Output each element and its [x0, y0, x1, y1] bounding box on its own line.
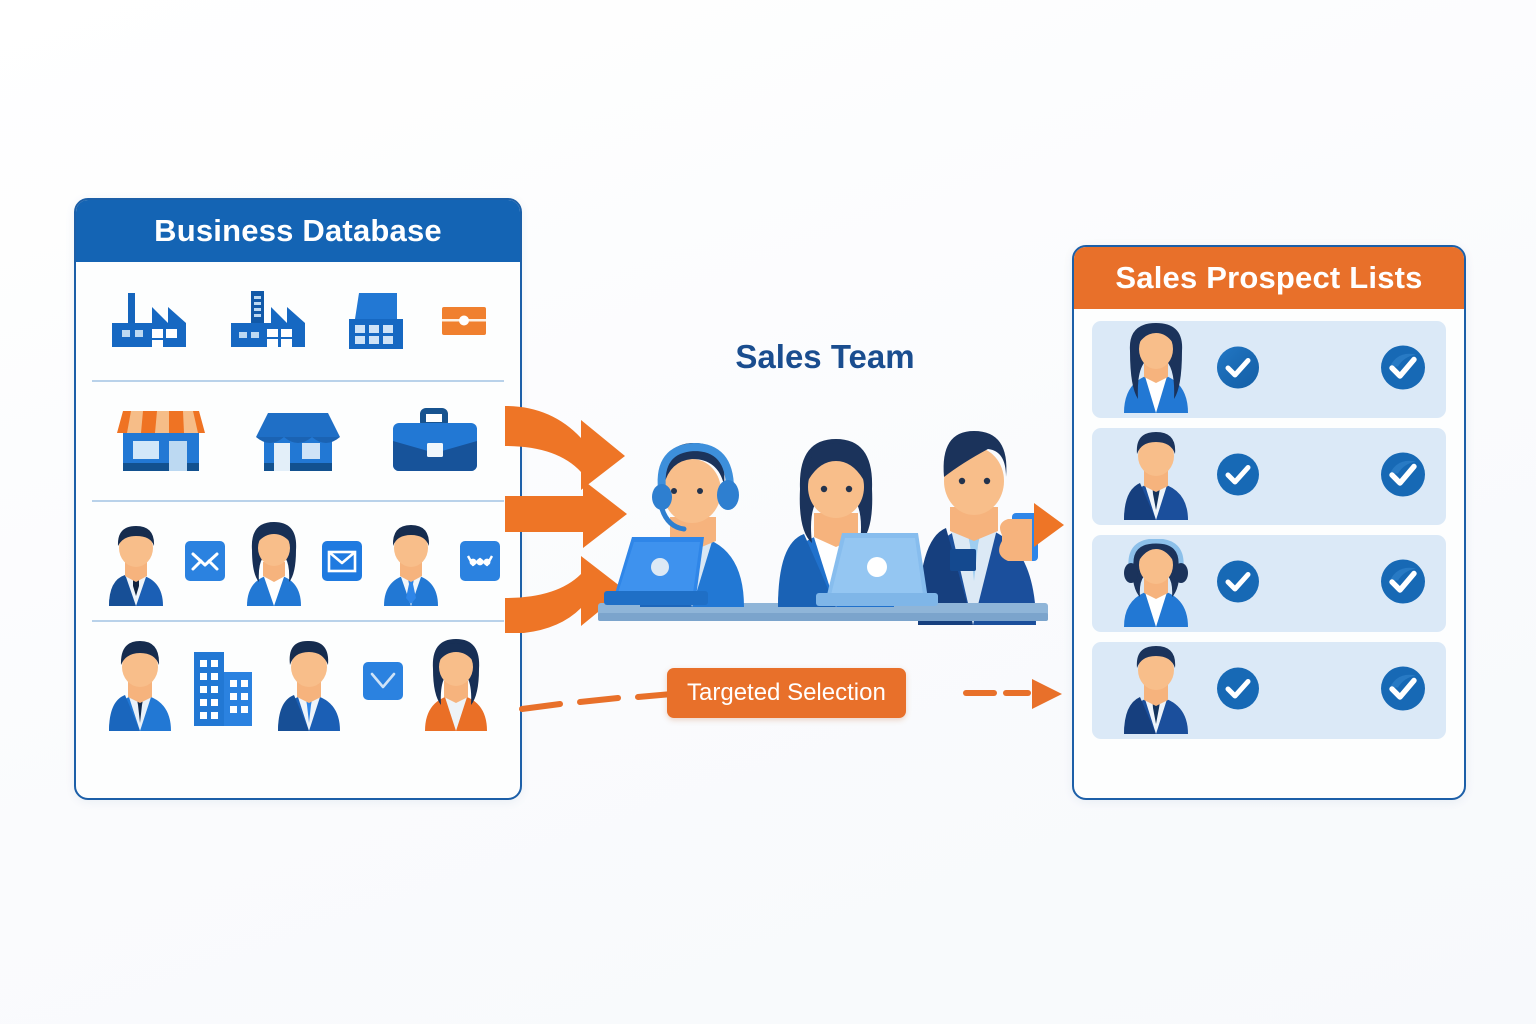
person-male-suit-icon	[1114, 432, 1198, 525]
business-database-body	[76, 262, 520, 740]
sales-prospect-lists-header: Sales Prospect Lists	[1074, 247, 1464, 309]
prospect-row[interactable]	[1092, 535, 1446, 632]
check-selected-icon[interactable]	[1380, 558, 1426, 609]
sales-team-illustration	[588, 385, 1058, 635]
factory-icon	[108, 289, 194, 353]
inbound-arrows-group	[505, 398, 655, 634]
store-icon	[250, 403, 346, 479]
person-male-tie-icon	[370, 516, 452, 606]
arrow-inbound-top	[505, 406, 625, 490]
laptop-right	[816, 533, 938, 606]
city-buildings-icon	[192, 634, 256, 728]
person-male-suit-icon	[95, 516, 177, 606]
check-verified-icon	[1216, 559, 1260, 608]
dash-1	[519, 701, 563, 712]
company-contacts-row	[92, 622, 504, 740]
arrow-inbound-bottom	[505, 556, 625, 634]
dash-arrowhead-right	[1032, 679, 1062, 709]
check-verified-icon	[1216, 452, 1260, 501]
briefcase-icon	[387, 405, 483, 477]
factory-tall-icon	[227, 289, 313, 353]
briefcase-tag-icon	[440, 297, 488, 345]
business-database-panel: Business Database	[74, 198, 522, 800]
check-verified-icon	[1216, 345, 1260, 394]
office-building-icon	[345, 289, 407, 353]
person-male-tie-icon	[1114, 646, 1198, 739]
prospect-row[interactable]	[1092, 321, 1446, 418]
mail-open-icon	[184, 540, 226, 582]
dash-3	[635, 691, 675, 700]
person-female-icon	[233, 516, 315, 606]
agent-mobile	[918, 431, 1038, 625]
check-selected-icon[interactable]	[1380, 344, 1426, 395]
dash-2	[577, 695, 621, 705]
check-selected-icon[interactable]	[1380, 665, 1426, 716]
mail-envelope-icon	[321, 540, 363, 582]
person-female-orange-icon	[413, 631, 499, 731]
arrow-inbound-middle	[505, 480, 627, 548]
industry-row	[92, 262, 504, 382]
awning-shop-icon	[113, 403, 209, 479]
prospect-row[interactable]	[1092, 428, 1446, 525]
sales-prospect-lists-body	[1074, 309, 1464, 751]
sales-prospect-lists-panel: Sales Prospect Lists	[1072, 245, 1466, 800]
person-female-longhair-icon	[1114, 323, 1198, 418]
sales-team-title: Sales Team	[735, 338, 915, 375]
check-selected-icon[interactable]	[1380, 451, 1426, 502]
business-database-header: Business Database	[76, 200, 520, 262]
person-male-navy-icon	[266, 631, 352, 731]
contacts-row	[92, 502, 504, 622]
check-verified-icon	[1216, 666, 1260, 715]
mail-open-icon	[362, 661, 404, 701]
targeted-selection-badge[interactable]: Targeted Selection	[667, 668, 906, 718]
chat-bubble-icon	[459, 540, 501, 582]
storefront-row	[92, 382, 504, 502]
person-female-headset-icon	[1114, 538, 1198, 632]
person-male-blue-icon	[97, 631, 183, 731]
laptop-left	[604, 537, 708, 605]
arrow-outbound	[1030, 495, 1078, 555]
prospect-row[interactable]	[1092, 642, 1446, 739]
